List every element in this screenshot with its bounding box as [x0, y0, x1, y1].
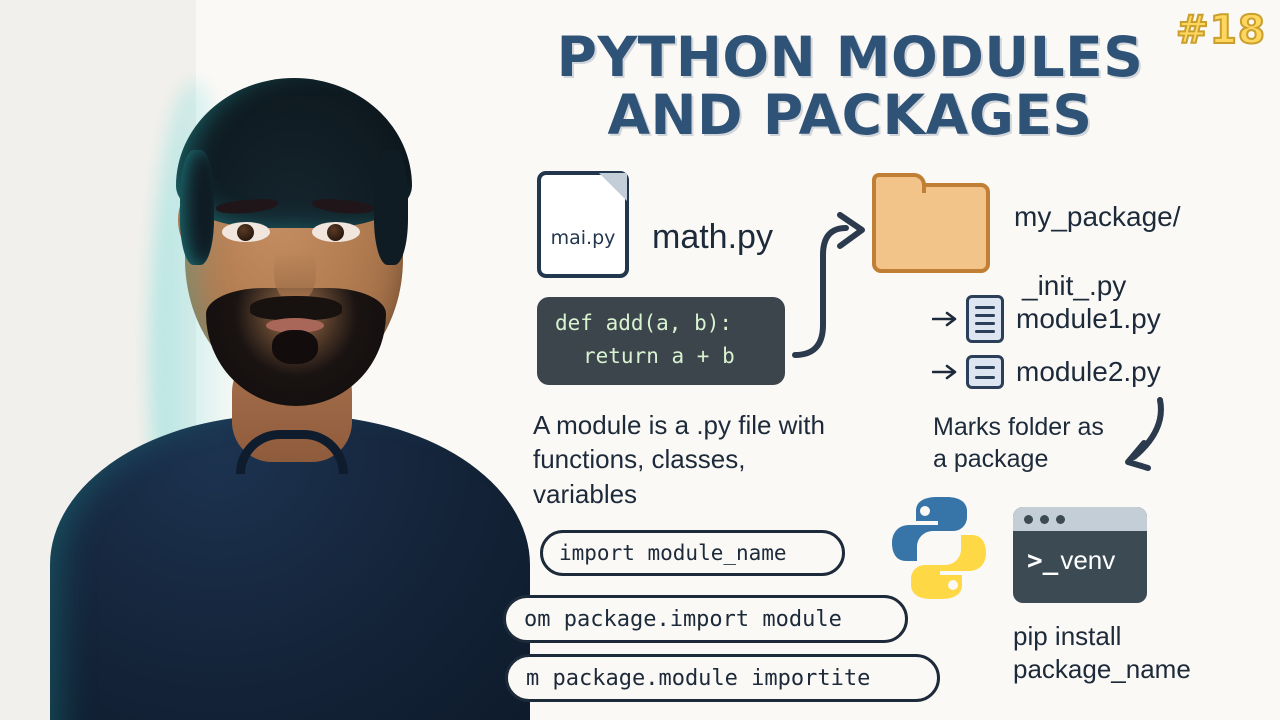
import-statement-pill: m package.module importite	[505, 654, 940, 702]
presenter-sideburn-right	[374, 150, 408, 265]
document-icon	[966, 295, 1004, 343]
import-statement-pill: import module_name	[540, 530, 845, 576]
init-explanation-caption: Marks folder as a package	[933, 413, 1104, 473]
terminal-body: >_ venv	[1013, 531, 1147, 576]
presenter-eye-right	[312, 222, 360, 242]
presenter-goatee	[272, 330, 318, 364]
window-dot-icon	[1024, 514, 1033, 524]
folder-tab	[872, 173, 926, 193]
code-snippet: def add(a, b): return a + b	[537, 297, 785, 385]
pip-install-caption: pip install package_name	[1013, 620, 1243, 687]
code-line-1: def add(a, b):	[555, 311, 733, 335]
arrow-right-icon	[932, 364, 957, 380]
episode-badge: #18	[1175, 7, 1266, 54]
terminal-prompt-icon: >_	[1027, 545, 1059, 576]
pip-install-line-2: package_name	[1013, 654, 1191, 685]
window-dot-icon	[1056, 514, 1065, 524]
document-icon	[966, 355, 1004, 389]
import-statement-text: import module_name	[559, 541, 787, 565]
presenter-photo	[0, 0, 560, 720]
import-statement-text: om package.import module	[524, 606, 842, 632]
code-line-2: return a + b	[583, 343, 735, 368]
window-dot-icon	[1040, 514, 1049, 524]
presenter-mustache	[250, 296, 342, 320]
presenter-nose	[274, 240, 316, 302]
title-line-2: AND PACKAGES	[607, 83, 1093, 148]
import-statement-pill: om package.import module	[503, 595, 908, 643]
title-line-1: PYTHON MODULES	[556, 25, 1144, 89]
module-description: A module is a .py file with functions, c…	[533, 410, 825, 509]
python-logo-icon	[892, 497, 986, 599]
module-row-1: module1.py	[932, 295, 1161, 343]
pip-install-line-1: pip install	[1013, 621, 1122, 651]
module-name-label: module2.py	[1016, 356, 1161, 387]
presenter-sideburn-left	[180, 150, 214, 265]
module-name-label: module1.py	[1016, 303, 1161, 334]
package-folder-label: my_package/	[1014, 201, 1181, 232]
presenter-lips	[266, 318, 324, 333]
module-file-name: math.py	[652, 218, 773, 256]
package-folder-icon	[872, 173, 990, 273]
import-statement-text: m package.module importite	[526, 665, 871, 691]
module-row-2: module2.py	[932, 355, 1161, 389]
init-file-label: _init_.py	[1022, 270, 1127, 301]
page-title: PYTHON MODULES AND PACKAGES	[520, 28, 1180, 145]
terminal-window-icon: >_ venv	[1013, 507, 1147, 603]
presenter-eye-left	[222, 222, 270, 242]
file-icon-label: mai.py	[550, 227, 616, 249]
arrow-right-icon	[932, 311, 957, 327]
python-file-icon: mai.py	[537, 171, 629, 278]
terminal-title-bar	[1013, 507, 1147, 531]
terminal-command-text: venv	[1060, 545, 1116, 575]
page-fold-corner	[599, 173, 627, 201]
